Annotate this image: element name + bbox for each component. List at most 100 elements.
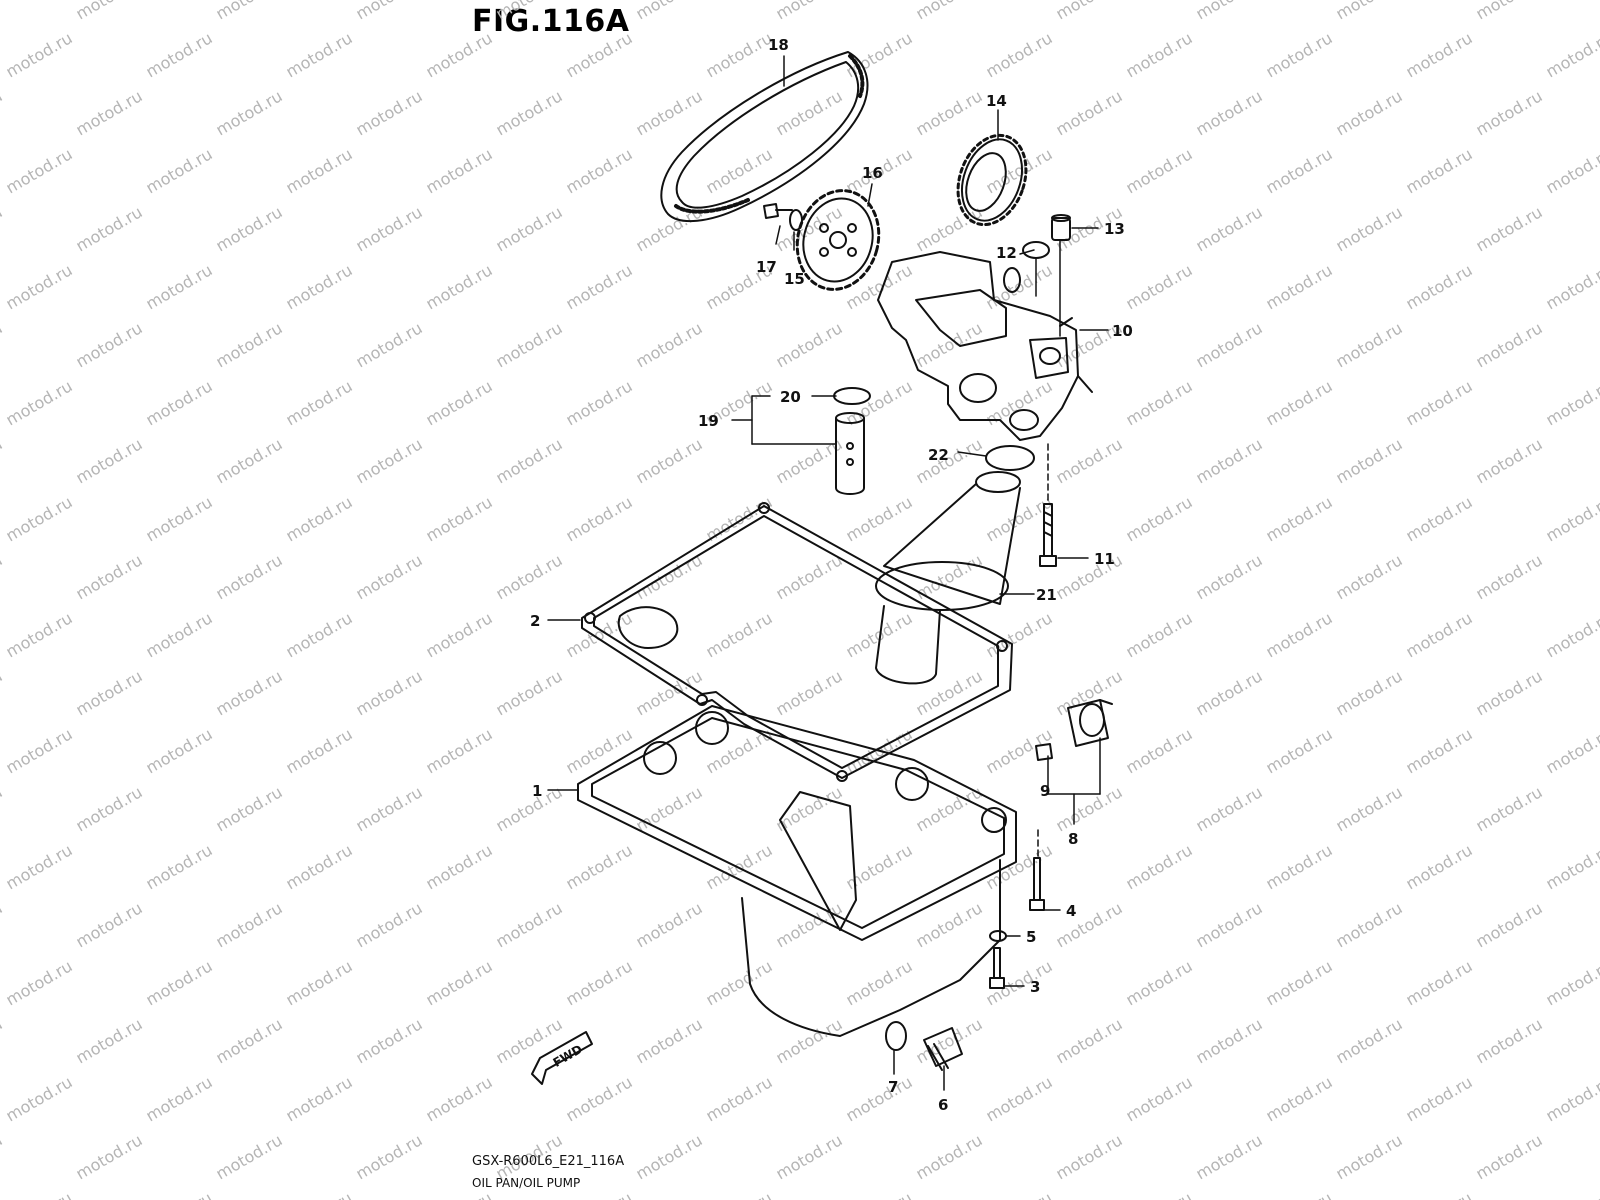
watermark-text: motod.ru [0,202,6,255]
watermark-text: motod.ru [353,202,426,255]
watermark-text: motod.ru [0,898,6,951]
watermark-text: motod.ru [1543,376,1600,429]
watermark-text: motod.ru [143,1188,216,1200]
callout-1: 1 [532,782,542,800]
watermark-text: motod.ru [563,28,636,81]
watermark-text: motod.ru [143,260,216,313]
watermark-text: motod.ru [0,318,6,371]
watermark-text: motod.ru [493,550,566,603]
watermark-text: motod.ru [0,1014,6,1067]
watermark-text: motod.ru [423,956,496,1009]
watermark-text: motod.ru [633,782,706,835]
watermark-text: motod.ru [1403,1072,1476,1125]
watermark-text: motod.ru [843,492,916,545]
watermark-text: motod.ru [843,260,916,313]
watermark-text: motod.ru [913,434,986,487]
watermark-text: motod.ru [1403,956,1476,1009]
watermark-text: motod.ru [913,86,986,139]
watermark-text: motod.ru [983,1188,1056,1200]
callout-4: 4 [1066,902,1076,920]
model-code: GSX-R600L6_E21_116A [472,1154,625,1169]
watermark-text: motod.ru [1543,956,1600,1009]
watermark-text: motod.ru [493,666,566,719]
driven-sprocket-drawing [795,189,881,291]
watermark-text: motod.ru [0,550,6,603]
watermark-text: motod.ru [353,782,426,835]
callout-20: 20 [780,388,801,406]
callout-5: 5 [1026,928,1036,946]
watermark-text: motod.ru [423,1188,496,1200]
watermark-text: motod.ru [1403,1188,1476,1200]
watermark-text: motod.ru [3,260,76,313]
callout-3: 3 [1030,978,1040,996]
figure-title: FIG.116A [472,4,630,39]
watermark-text: motod.ru [493,86,566,139]
watermark-text: motod.ru [3,492,76,545]
callout-17: 17 [756,258,777,276]
figure-description: OIL PAN/OIL PUMP [472,1176,581,1190]
callout-21: 21 [1036,586,1057,604]
watermark-text: motod.ru [0,666,6,719]
watermark-text: motod.ru [983,376,1056,429]
watermark-text: motod.ru [213,782,286,835]
watermark-text: motod.ru [1333,86,1406,139]
watermark-text: motod.ru [1193,202,1266,255]
watermark-text: motod.ru [213,1014,286,1067]
callout-7: 7 [888,1078,898,1096]
drive-sprocket-drawing [956,133,1028,227]
watermark-text: motod.ru [1193,0,1266,23]
watermark-text: motod.ru [283,724,356,777]
watermark-text: motod.ru [1193,1014,1266,1067]
watermark-text: motod.ru [353,1130,426,1183]
watermark-text: motod.ru [3,1072,76,1125]
parts-drawing [531,51,1113,1091]
watermark-text: motod.ru [1333,434,1406,487]
watermark-text: motod.ru [1403,144,1476,197]
pipe-drawing [835,412,865,495]
watermark-text: motod.ru [1263,608,1336,661]
watermark-text: motod.ru [563,376,636,429]
watermark-text: motod.ru [773,0,846,23]
callout-6: 6 [938,1096,948,1114]
watermark-text: motod.ru [1473,434,1546,487]
watermark-text: motod.ru [283,956,356,1009]
watermark-text: motod.ru [1123,724,1196,777]
watermark-text: motod.ru [0,782,6,835]
watermark-text: motod.ru [1473,1130,1546,1183]
oil-pan-gasket-drawing [581,502,1013,782]
watermark-text: motod.ru [1403,840,1476,893]
watermark-text: motod.ru [913,898,986,951]
watermark-text: motod.ru [423,376,496,429]
watermark-text: motod.ru [143,1072,216,1125]
watermark-text: motod.ru [1403,724,1476,777]
watermark-text: motod.ru [493,434,566,487]
watermark-text: motod.ru [1543,608,1600,661]
watermark-text: motod.ru [73,898,146,951]
watermark-text: motod.ru [143,724,216,777]
watermark-text: motod.ru [633,1130,706,1183]
watermark-text: motod.ru [773,666,846,719]
watermark-text: motod.ru [1543,28,1600,81]
watermark-text: motod.ru [3,144,76,197]
watermark-text: motod.ru [0,86,6,139]
oring-22-drawing [985,445,1035,471]
watermark-text: motod.ru [3,840,76,893]
watermark-text: motod.ru [1543,1188,1600,1200]
watermark-text: motod.ru [73,86,146,139]
watermark-text: motod.ru [213,0,286,23]
watermark-text: motod.ru [563,724,636,777]
watermark-text: motod.ru [563,260,636,313]
watermark-text: motod.ru [1193,86,1266,139]
watermark-text: motod.ru [1263,724,1336,777]
watermark-text: motod.ru [1473,202,1546,255]
watermark-text: motod.ru [913,1130,986,1183]
watermark-text: motod.ru [143,28,216,81]
watermark-text: motod.ru [1333,202,1406,255]
watermark-text: motod.ru [1263,492,1336,545]
watermark-text: motod.ru [1053,666,1126,719]
watermark-text: motod.ru [143,376,216,429]
watermark-text: motod.ru [1333,318,1406,371]
watermark-text: motod.ru [633,434,706,487]
watermark-text: motod.ru [1193,898,1266,951]
